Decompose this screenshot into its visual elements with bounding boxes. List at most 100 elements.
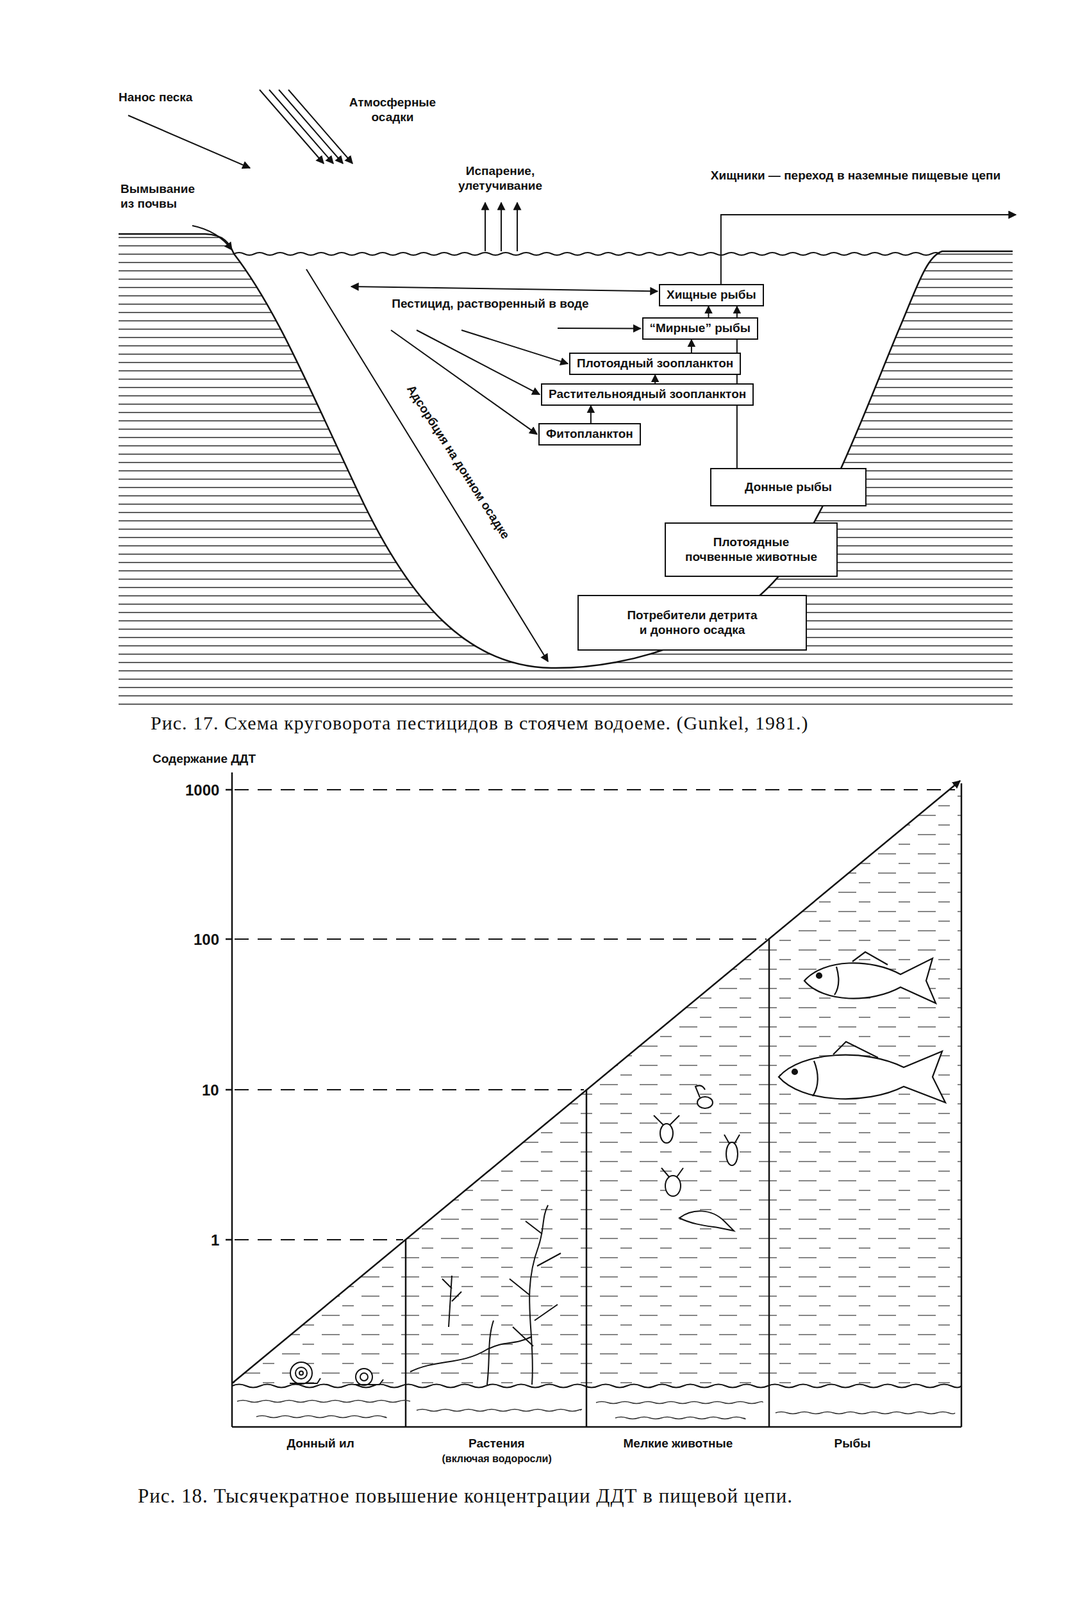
drawing-part xyxy=(232,780,961,1384)
category-label: Мелкие животные xyxy=(623,1435,734,1451)
ground-texture xyxy=(596,1401,763,1404)
drawing-part xyxy=(225,1088,233,1091)
output-label: Испарение, улетучивание xyxy=(428,163,573,193)
drawing-part xyxy=(726,1142,738,1166)
drawing-part xyxy=(231,772,234,1427)
figure-caption: Рис. 18. Тысячекратное повышение концент… xyxy=(137,1483,793,1509)
drawing-part xyxy=(234,938,767,940)
drawing-part xyxy=(269,89,334,164)
drawing-part xyxy=(299,1370,304,1375)
output-label: Хищники — переход в наземные пищевые цеп… xyxy=(705,167,1007,183)
drawing-part xyxy=(509,1220,561,1346)
adsorption-label: Адсорбция на донном осадке xyxy=(403,381,514,542)
input-label: Вымывание из почвы xyxy=(120,181,201,211)
category-label: Растения xyxy=(468,1435,525,1451)
drawing-part xyxy=(834,951,888,995)
drawing-part xyxy=(405,1239,407,1427)
food-chain-box: Фитопланктон xyxy=(538,423,641,446)
drawing-part xyxy=(768,938,771,1427)
pesticide-uptake-arrow xyxy=(557,327,641,329)
fish xyxy=(778,951,946,1103)
category-label: Донный ил xyxy=(287,1435,355,1451)
box-text: Растительноядный зоопланктон xyxy=(548,387,747,402)
input-label: Нанос песка xyxy=(118,89,193,105)
ground-texture xyxy=(237,1400,411,1403)
drawing-part xyxy=(804,958,936,1004)
drawing-part xyxy=(288,89,353,164)
food-chain-box: Плотоядные почвенные животные xyxy=(664,522,838,577)
drawing-part xyxy=(306,269,548,662)
drawing-part xyxy=(290,1361,313,1384)
pesticide-label: Пестицид, растворенный в воде xyxy=(387,296,593,311)
pesticide-uptake-arrow xyxy=(390,330,538,434)
level-lines xyxy=(234,789,955,1240)
tick-label: 10 xyxy=(201,1080,220,1100)
drawing-part xyxy=(812,1041,879,1096)
food-chain-box: Растительноядный зоопланктон xyxy=(540,383,754,406)
drawing-part xyxy=(778,1051,946,1103)
drawing-part xyxy=(695,1085,706,1098)
ground-texture xyxy=(256,1415,387,1418)
lake-bank xyxy=(118,233,1013,668)
drawing-part xyxy=(225,1238,233,1241)
ground-line xyxy=(232,1384,962,1388)
drawing-part xyxy=(960,783,963,1427)
drawing-part xyxy=(289,1377,321,1384)
box-text: Плотоядный зоопланктон xyxy=(576,356,734,372)
drawing-part xyxy=(816,972,822,979)
food-chain-arrow xyxy=(707,306,709,318)
drawing-part xyxy=(355,1368,373,1386)
figure-caption: Рис. 17. Схема круговорота пестицидов в … xyxy=(150,711,809,736)
water-texture xyxy=(232,779,962,1386)
box-text: Хищные рыбы xyxy=(666,287,757,303)
food-chain-arrow xyxy=(654,374,656,384)
ground-texture xyxy=(416,1409,582,1412)
drawing-part xyxy=(192,225,233,250)
drawing-part xyxy=(660,1123,673,1143)
food-chain-box: Донные рыбы xyxy=(710,467,867,507)
food-chain-box: Плотоядный зоопланктон xyxy=(569,352,741,375)
food-chain-arrow xyxy=(590,405,592,424)
chart-frame xyxy=(225,772,962,1427)
drawing-part xyxy=(653,1115,680,1125)
food-chain-box: Потребители детрита и донного осадка xyxy=(577,594,807,651)
drawing-part xyxy=(516,202,518,252)
drawing-part xyxy=(724,1134,740,1144)
drawing-part xyxy=(665,1175,681,1196)
food-chain-box: “Мирные” рыбы xyxy=(642,317,759,340)
drawing-part xyxy=(234,1088,584,1091)
plants xyxy=(410,1204,561,1385)
ground-texture xyxy=(615,1417,746,1419)
pesticide-uptake-arrow xyxy=(351,286,658,291)
food-chain-box: Хищные рыбы xyxy=(658,283,764,307)
drawing-part xyxy=(225,938,233,941)
drawing-part xyxy=(585,1089,588,1427)
food-chain-arrow xyxy=(690,339,693,353)
drawing-part xyxy=(679,1210,734,1231)
box-text: Плотоядные почвенные животные xyxy=(672,535,830,565)
drawing-part xyxy=(234,1238,404,1241)
category-label: (включая водоросли) xyxy=(442,1452,552,1466)
small-animals xyxy=(653,1085,740,1231)
tick-label: 1000 xyxy=(185,780,220,800)
category-label: Рыбы xyxy=(834,1435,872,1451)
drawing-part xyxy=(484,202,486,252)
drawing-part xyxy=(234,788,955,791)
drawing-part xyxy=(259,89,324,164)
box-text: “Мирные” рыбы xyxy=(649,321,751,336)
drawing-part xyxy=(295,1367,308,1379)
ground-hatch xyxy=(118,233,1013,706)
tick-label: 1 xyxy=(210,1230,220,1250)
drawing-part xyxy=(661,1167,684,1177)
drawing-part xyxy=(360,1372,368,1381)
drawing-part xyxy=(487,1320,494,1385)
box-text: Донные рыбы xyxy=(744,480,832,495)
drawing-part xyxy=(792,1069,798,1075)
drawing-part xyxy=(278,89,343,164)
input-label: Атмосферные осадки xyxy=(330,94,456,125)
axis-title: Содержание ДДТ xyxy=(152,751,256,766)
box-text: Фитопланктон xyxy=(546,426,634,442)
